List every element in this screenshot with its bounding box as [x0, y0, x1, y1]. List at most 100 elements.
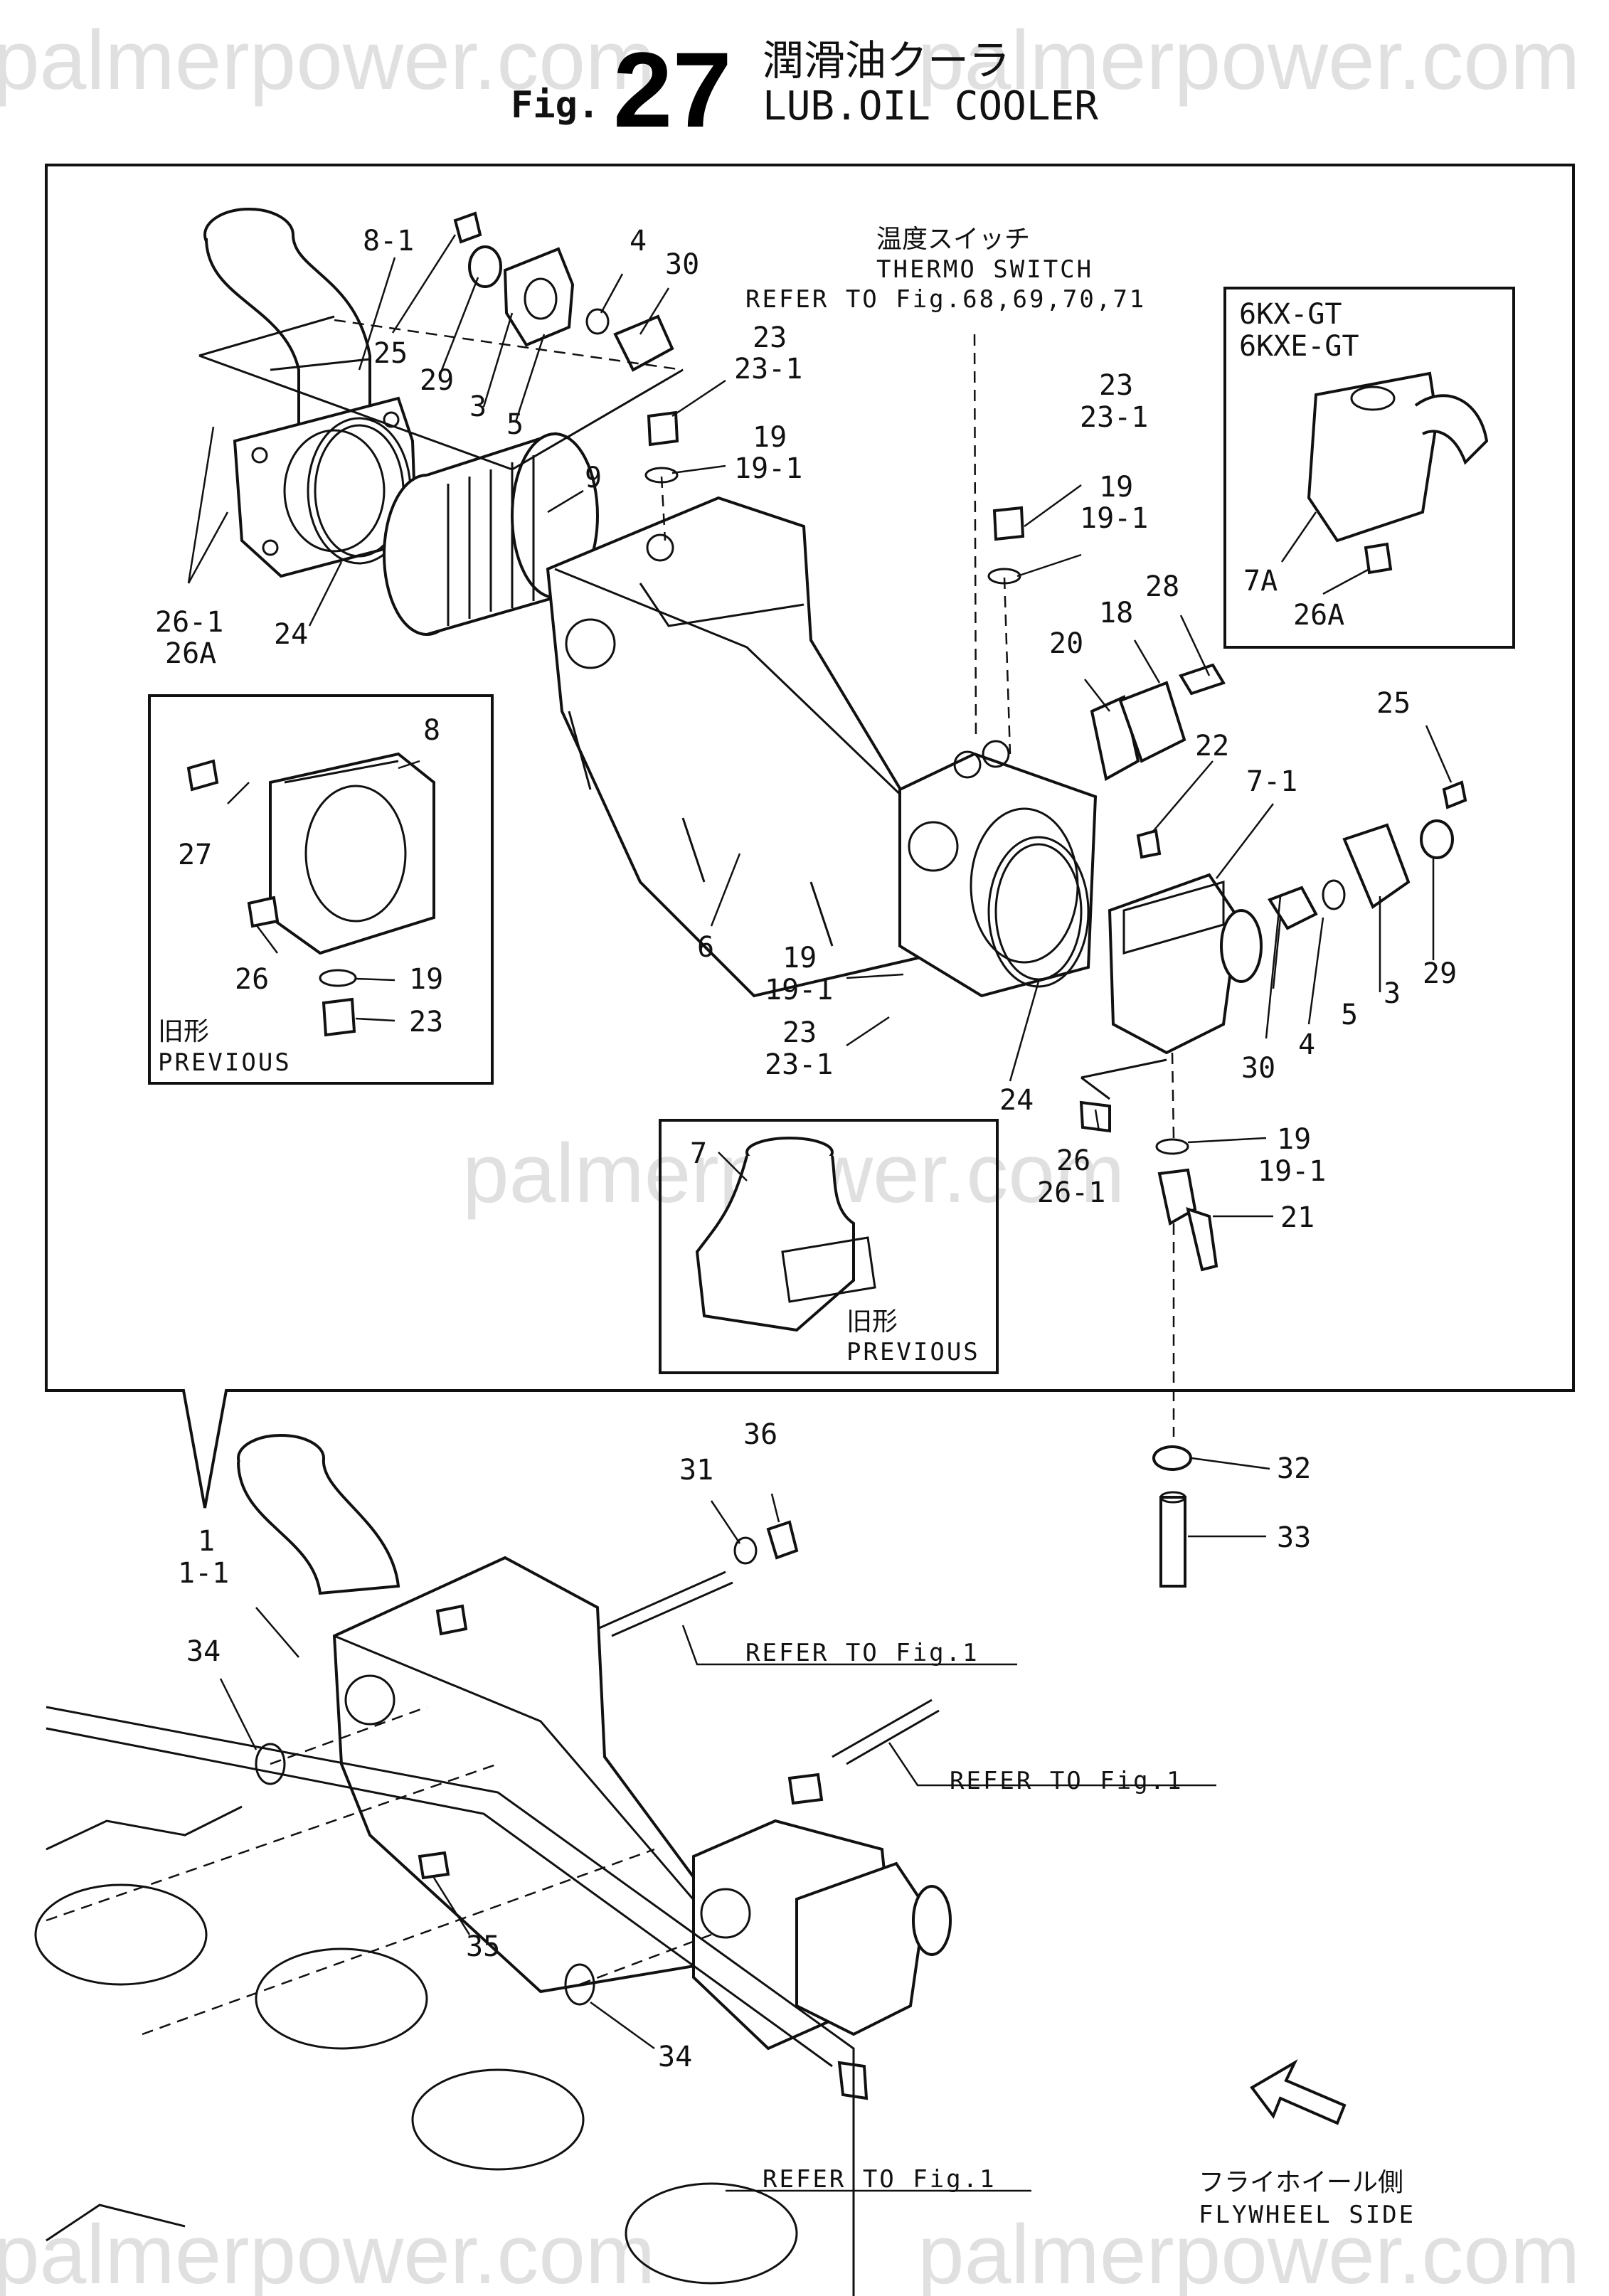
callout-25-right: 25	[1376, 687, 1411, 720]
callout-19-c: 19	[782, 942, 817, 974]
callout-1-1: 1-1	[178, 1557, 229, 1590]
flywheel-side-jp: フライホイール側	[1199, 2168, 1403, 2197]
callout-19-b: 19	[1099, 471, 1133, 504]
callout-23-a: 23	[753, 321, 787, 354]
inset-previous-8	[148, 694, 494, 1085]
callout-19-a: 19	[753, 421, 787, 454]
callout-24-right: 24	[999, 1084, 1034, 1117]
previous-label-jp-2: 旧形	[846, 1307, 898, 1336]
previous-label-jp-1: 旧形	[158, 1017, 209, 1046]
callout-5-right: 5	[1341, 999, 1358, 1031]
callout-33: 33	[1277, 1521, 1311, 1554]
callout-23-prev: 23	[409, 1006, 443, 1038]
drain-cock-assembly	[1079, 1052, 1218, 1437]
callout-29-top: 29	[420, 364, 454, 397]
callout-4-top: 4	[630, 225, 647, 257]
callout-27: 27	[178, 839, 212, 871]
detail-frame	[45, 164, 1575, 1509]
cooler-end-cover-right	[898, 740, 1098, 998]
watermark-bottom-left: palmerpower.com	[0, 2208, 655, 2296]
title-japanese: 潤滑油クーラ	[763, 36, 1010, 85]
callout-18: 18	[1099, 597, 1133, 629]
callout-4-right: 4	[1298, 1029, 1315, 1061]
callout-21: 21	[1280, 1201, 1315, 1234]
fig-prefix: Fig.	[511, 84, 600, 127]
callout-31: 31	[679, 1454, 713, 1487]
thermo-switch-en: THERMO SWITCH	[876, 255, 1093, 284]
flywheel-side-en: FLYWHEEL SIDE	[1199, 2201, 1416, 2229]
thermo-switch-ref: REFER TO Fig.68,69,70,71	[745, 285, 1146, 314]
callout-26-low: 26	[1056, 1144, 1090, 1177]
previous-label-en-2: PREVIOUS	[846, 1338, 980, 1366]
callout-19-prev: 19	[409, 963, 443, 996]
thermo-switch-jp: 温度スイッチ	[876, 225, 1030, 254]
refer-fig1-a: REFER TO Fig.1	[745, 1639, 979, 1667]
callout-35: 35	[466, 1930, 500, 1963]
oil-cooler-body-6	[546, 496, 941, 998]
previous-label-en-1: PREVIOUS	[158, 1048, 292, 1077]
callout-20: 20	[1049, 627, 1083, 660]
callout-24-left: 24	[274, 618, 308, 651]
callout-8: 8	[423, 714, 440, 747]
previous-elbow-7	[695, 1137, 876, 1332]
inset-6kx-gt	[1223, 287, 1515, 649]
upper-plugs-and-washers	[644, 334, 1025, 755]
callout-26a-box: 26A	[1293, 599, 1344, 632]
callout-6: 6	[697, 931, 714, 964]
variant-6kxe-gt: 6KXE-GT	[1239, 330, 1359, 363]
flywheel-side-arrow	[1250, 2058, 1347, 2125]
callout-28: 28	[1145, 570, 1179, 603]
stud-bolts-lower	[597, 1520, 940, 1765]
callout-36: 36	[743, 1418, 777, 1451]
callout-32: 32	[1277, 1452, 1311, 1485]
callout-1: 1	[198, 1525, 215, 1558]
watermark-top-right: palmerpower.com	[918, 14, 1580, 107]
callout-25-top: 25	[373, 337, 408, 370]
callout-5-top: 5	[506, 408, 524, 441]
elbow-pipe-8-1	[203, 208, 371, 443]
callout-19-1-d: 19-1	[1258, 1155, 1326, 1188]
fig-number: 27	[613, 30, 732, 149]
top-bracket-outline	[198, 315, 684, 471]
watermark-layer: palmerpower.com palmerpower.com palmerpo…	[0, 14, 1580, 2296]
callout-19-d: 19	[1277, 1123, 1311, 1156]
callout-19-1-b: 19-1	[1080, 502, 1148, 535]
elbow-7a	[1307, 371, 1489, 575]
callout-19-1-c: 19-1	[765, 974, 833, 1006]
callout-23-c: 23	[782, 1016, 817, 1049]
hose-clip-and-hose	[1152, 1445, 1192, 1588]
variant-6kx-gt: 6KX-GT	[1239, 298, 1342, 331]
watermark-bottom-right: palmerpower.com	[918, 2208, 1580, 2296]
assembled-cooler-lower	[237, 1434, 952, 2100]
callout-30-top: 30	[665, 248, 699, 281]
callout-26-prev: 26	[235, 963, 269, 996]
refer-fig1-b: REFER TO Fig.1	[950, 1767, 1184, 1795]
refer-fig1-c: REFER TO Fig.1	[763, 2165, 997, 2194]
watermark-top-left: palmerpower.com	[0, 14, 655, 107]
engine-block-partial	[34, 1706, 855, 2296]
thermo-sensor-parts-top	[334, 211, 684, 372]
small-fitting-26	[1080, 1058, 1167, 1100]
thermostat-housing-7-1	[1108, 873, 1263, 1055]
callout-23-1-c: 23-1	[765, 1048, 833, 1081]
callout-3-top: 3	[469, 390, 487, 423]
callout-34-top: 34	[186, 1635, 221, 1668]
title-english: LUB.OIL COOLER	[763, 83, 1098, 129]
callout-26a: 26A	[165, 637, 216, 670]
cooler-element-9	[383, 432, 599, 636]
callout-34-bot: 34	[658, 2041, 692, 2073]
callout-30-right: 30	[1241, 1052, 1275, 1085]
callout-26-1-low: 26-1	[1037, 1176, 1105, 1209]
callout-7-1: 7-1	[1246, 765, 1297, 798]
callout-22: 22	[1195, 730, 1229, 762]
inset-previous-7	[659, 1119, 999, 1374]
callout-7: 7	[690, 1137, 707, 1170]
callout-23-1-a: 23-1	[734, 353, 802, 386]
callout-8-1: 8-1	[363, 225, 414, 257]
o-ring-24-right	[987, 836, 1090, 988]
leader-lines	[187, 234, 1453, 2192]
callout-29-right: 29	[1423, 957, 1457, 990]
callout-19-1-a: 19-1	[734, 452, 802, 485]
previous-flange-8	[186, 752, 435, 1037]
